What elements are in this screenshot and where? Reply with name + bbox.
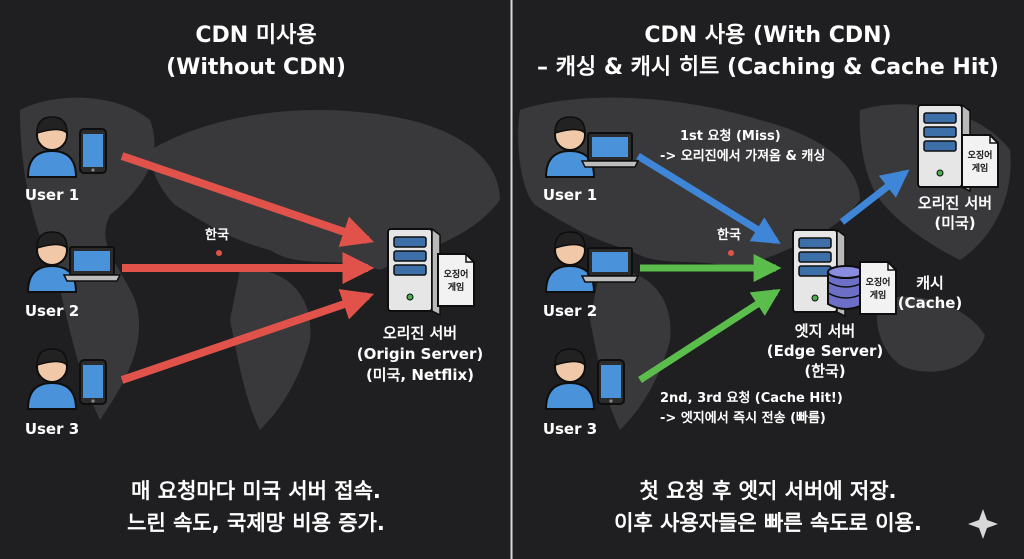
right-origin-doc-label-line2: 게임 — [971, 164, 989, 174]
korea-marker — [216, 250, 222, 256]
left-title-line2: (Without CDN) — [166, 55, 346, 80]
database-icon — [827, 265, 865, 310]
first-request-line2: -> 오리진에서 가져옴 & 캐싱 — [660, 149, 826, 164]
left-korea-label: 한국 — [205, 228, 229, 243]
right-edge-doc-label-line2: 게임 — [869, 291, 887, 301]
arrow-user3-to-origin — [120, 289, 375, 384]
left-doc-label-line1: 오징어 — [443, 270, 469, 280]
right-origin-doc-label-line1: 오징어 — [967, 151, 993, 161]
laptop-icon — [581, 132, 639, 168]
origin-server-label-line2: (Origin Server) — [356, 345, 484, 363]
server-icon — [387, 228, 441, 316]
right-summary-line2: 이후 사용자들은 빠른 속도로 이용. — [614, 511, 922, 535]
left-summary-line1: 매 요청마다 미국 서버 접속. — [131, 479, 381, 503]
left-title-line1: CDN 미사용 — [195, 23, 317, 48]
smartphone-icon — [79, 359, 107, 405]
right-origin-label-line1: 오리진 서버 — [917, 194, 993, 212]
edge-server-label-line1: 엣지 서버 — [794, 322, 856, 340]
right-edge-doc-label-line1: 오징어 — [865, 278, 891, 288]
left-user3-label: User 3 — [24, 420, 80, 438]
right-korea-label: 한국 — [717, 228, 741, 243]
edge-server-label-line2: (Edge Server) — [766, 342, 884, 360]
right-user1-label: User 1 — [542, 186, 598, 204]
cache-label-line1: 캐시 — [916, 274, 944, 292]
smartphone-icon — [597, 359, 625, 405]
left-arrows — [120, 152, 375, 384]
laptop-icon — [581, 247, 639, 283]
right-summary-line1: 첫 요청 후 엣지 서버에 저장. — [639, 479, 897, 503]
right-user3-label: User 3 — [542, 420, 598, 438]
right-origin-label-line2: (미국) — [934, 214, 976, 232]
smartphone-icon — [79, 128, 107, 174]
user-icon — [545, 231, 595, 293]
korea-marker — [728, 250, 734, 256]
later-request-line2: -> 엣지에서 즉시 전송 (빠름) — [660, 411, 826, 426]
laptop-icon — [63, 246, 121, 282]
later-request-line1: 2nd, 3rd 요청 (Cache Hit!) — [660, 391, 843, 406]
arrow-user1-to-origin — [120, 152, 375, 247]
left-user1-label: User 1 — [24, 186, 80, 204]
left-summary-line2: 느린 속도, 국제망 비용 증가. — [127, 511, 385, 535]
left-user2-label: User 2 — [24, 302, 80, 320]
right-arrows — [636, 153, 910, 383]
cache-label-line2: (Cache) — [897, 294, 963, 312]
origin-server-label-line3: (미국, Netflix) — [365, 366, 475, 384]
right-user2-label: User 2 — [542, 302, 598, 320]
arrow-user3-to-edge — [638, 288, 781, 383]
left-doc-label-line2: 게임 — [447, 283, 465, 293]
right-title-line2: – 캐싱 & 캐시 히트 (Caching & Cache Hit) — [537, 55, 999, 80]
arrow-user1-to-edge — [636, 153, 781, 244]
arrow-edge-to-origin — [839, 169, 910, 225]
first-request-line1: 1st 요청 (Miss) — [680, 129, 781, 144]
sparkle-icon — [968, 509, 998, 539]
origin-server-label-line1: 오리진 서버 — [382, 324, 458, 342]
user-icon — [545, 348, 595, 410]
right-title-line1: CDN 사용 (With CDN) — [644, 23, 892, 48]
edge-server-label-line3: (한국) — [804, 362, 846, 380]
user-icon — [27, 348, 77, 410]
